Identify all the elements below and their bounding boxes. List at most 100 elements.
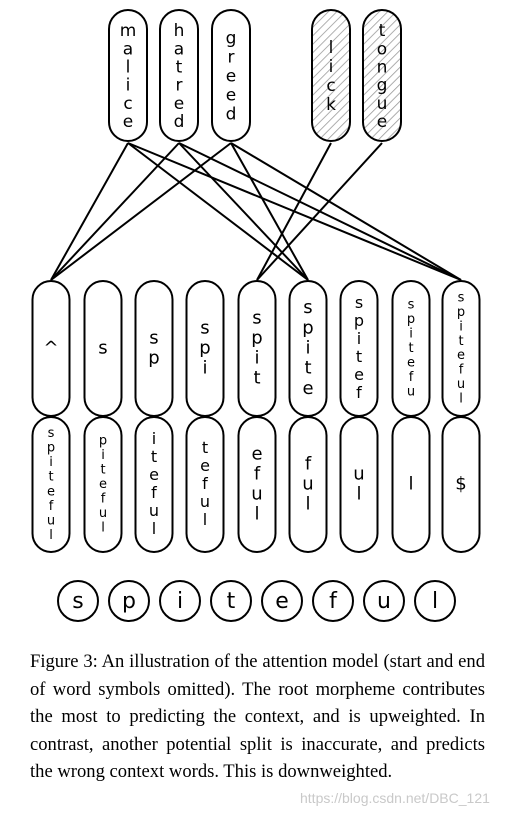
split-start-suffix-letter: i <box>49 455 53 470</box>
context-word-tongue-letter: o <box>377 39 387 59</box>
context-word-lick-letter: c <box>326 76 335 96</box>
split-spitef-suffix-pill <box>339 416 379 553</box>
context-word-malice-letter: m <box>120 21 137 41</box>
char-u: u <box>363 580 405 622</box>
char-l-circle <box>414 580 456 622</box>
split-s-suffix-letter: p <box>99 433 107 448</box>
char-l-label: l <box>432 589 438 614</box>
split-spiteful-prefix-letter: p <box>457 305 465 320</box>
split-start-suffix-letter: e <box>47 484 55 499</box>
split-spiteful-prefix-letter: f <box>459 363 464 378</box>
split-start-suffix-letter: f <box>49 499 54 514</box>
split-spite-suffix-pill <box>288 416 328 553</box>
split-spite-suffix-letter: f <box>305 453 312 474</box>
split-spi-suffix-pill <box>185 416 225 553</box>
split-spiteful-suffix-pill <box>441 416 481 553</box>
split-start-suffix-letter: t <box>48 470 53 485</box>
split-s-suffix-letter: f <box>101 492 106 507</box>
split-spi-prefix-letter: s <box>200 317 209 338</box>
context-word-tongue-letter: e <box>377 112 387 132</box>
split-sp-suffix-letter: f <box>151 483 157 502</box>
link-greed-to-spiteful <box>230 142 462 281</box>
char-p: p <box>108 580 150 622</box>
split-sp-suffix-pill <box>134 416 174 553</box>
context-word-malice-letter: l <box>126 57 131 77</box>
attention-links <box>50 142 462 281</box>
split-spitefu-prefix-letter: p <box>407 312 415 327</box>
char-t: t <box>210 580 252 622</box>
watermark: https://blog.csdn.net/DBC_121 <box>300 790 490 806</box>
char-f-circle <box>312 580 354 622</box>
split-spit-prefix-letter: s <box>252 307 261 328</box>
split-s-suffix-letter: l <box>101 521 105 536</box>
char-e: e <box>261 580 303 622</box>
context-word-lick-letter: l <box>329 38 334 58</box>
split-sp-suffix-letter: u <box>149 501 159 520</box>
split-sp-suffix-letter: i <box>152 429 156 448</box>
char-i-circle <box>159 580 201 622</box>
split-sp-prefix-letter: p <box>148 348 159 369</box>
context-word-greed-letter: e <box>226 67 236 87</box>
context-word-tongue-letter: g <box>377 76 388 96</box>
split-sp-prefix-letter: s <box>149 327 158 348</box>
char-t-circle <box>210 580 252 622</box>
split-start-suffix-letter: p <box>47 441 55 456</box>
char-u-circle <box>363 580 405 622</box>
link-tongue-to-spit <box>256 142 383 281</box>
split-spite-prefix-letter: e <box>302 378 313 399</box>
split-spitef-prefix-letter: p <box>354 311 364 330</box>
split-spite-suffix-letter: l <box>305 494 310 515</box>
split-s-suffix-letter: e <box>99 477 107 492</box>
split-spit-suffix-letter: f <box>254 463 261 484</box>
context-word-greed-letter: r <box>228 47 235 67</box>
char-p-circle <box>108 580 150 622</box>
split-start-suffix-pill <box>31 416 71 553</box>
split-start-prefix-letter: ^ <box>43 338 58 359</box>
context-word-tongue-letter: n <box>377 57 388 77</box>
link-greed-to-spite <box>230 142 309 281</box>
split-spi-suffix-letter: u <box>200 492 210 511</box>
split-spite-prefix-letter: t <box>304 358 311 379</box>
split-spitefu-prefix-letter: s <box>408 297 415 312</box>
split-spit-suffix-pill <box>237 416 277 553</box>
context-word-hatred-letter: e <box>174 94 184 114</box>
char-s: s <box>57 580 99 622</box>
context-word-malice-letter: a <box>123 39 133 59</box>
context-word-hatred-letter: t <box>176 57 183 77</box>
split-sp-suffix-letter: l <box>152 519 156 538</box>
context-word-hatred-letter: d <box>174 112 185 132</box>
char-i: i <box>159 580 201 622</box>
split-spit-suffix-letter: e <box>251 443 262 464</box>
context-word-lick-letter: k <box>326 95 336 115</box>
context-word-tongue-letter: u <box>377 94 388 114</box>
char-l: l <box>414 580 456 622</box>
link-lick-to-spit <box>256 142 332 281</box>
context-word-tongue-pill <box>362 9 402 142</box>
figure-caption: Figure 3: An illustration of the attenti… <box>30 651 485 783</box>
split-s-prefix-letter: s <box>98 338 107 359</box>
split-spitefu-prefix-letter: e <box>407 356 415 371</box>
split-spitef-prefix-letter: t <box>356 347 362 366</box>
link-greed-to-start <box>50 142 232 281</box>
split-spit-suffix-letter: l <box>254 504 259 525</box>
split-spitef-suffix-letter: u <box>353 463 364 484</box>
link-malice-to-start <box>50 142 129 281</box>
char-u-label: u <box>377 589 391 614</box>
context-word-greed-letter: d <box>226 105 237 125</box>
split-spit-prefix-letter: t <box>253 368 260 389</box>
split-s-suffix-letter: u <box>99 506 107 521</box>
split-spitef-suffix-letter: l <box>356 484 361 505</box>
split-spitefu-prefix-letter: t <box>408 341 413 356</box>
char-f: f <box>312 580 354 622</box>
context-word-hatred-letter: a <box>174 39 184 59</box>
context-word-hatred-letter: h <box>174 21 185 41</box>
char-t-label: t <box>227 589 236 614</box>
char-s-label: s <box>72 589 83 614</box>
split-spite-prefix-letter: s <box>303 297 312 318</box>
